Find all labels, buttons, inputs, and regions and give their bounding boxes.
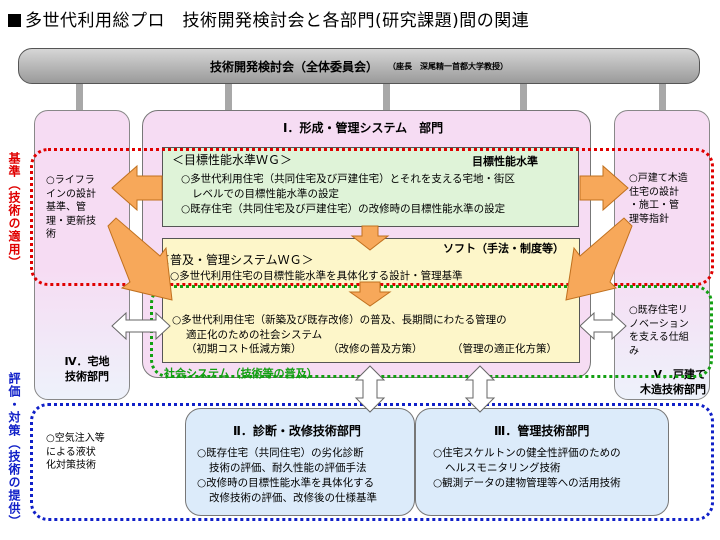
dept5-mid-text: ○既存住宅リ ノベーション を支える仕組 み: [629, 305, 689, 357]
square-bullet-icon: [8, 14, 21, 27]
committee-bar: 技術開発検討会（全体委員会） （座長 深尾精一首都大学教授）: [18, 48, 700, 84]
social-line3a: （初期コスト低減方策）: [186, 343, 302, 355]
wg1-name: ＜目標性能水準ＷＧ＞: [172, 153, 293, 167]
page-title: 多世代利用総プロ 技術開発検討会と各部門(研究課題)間の関連: [8, 6, 529, 31]
red-side-label: 基準（技術の適用）: [7, 152, 21, 269]
blue-side-label: 評価・対策（技術の提供）: [7, 372, 21, 528]
social-line3b: （改修の普及方策）: [328, 343, 423, 355]
dept3-title: Ⅲ．管理技術部門: [494, 424, 590, 438]
green-dotted-group: [150, 285, 713, 378]
dept3-text: ○住宅スケルトンの健全性評価のための ヘルスモニタリング技術 ○観測データの建物…: [433, 447, 621, 489]
social-line1: ○多世代利用住宅（新築及び既存改修）の普及、長期間にわたる管理の: [172, 314, 507, 326]
connector-line: [520, 84, 527, 112]
wg2-line1: ○多世代利用住宅の目標性能水準を具体化する設計・管理基準: [170, 270, 463, 282]
social-line3c: （管理の適正化方策）: [452, 343, 557, 355]
soft-tag: ソフト（手法・制度等）: [443, 242, 564, 255]
wg1-line1: ○多世代利用住宅（共同住宅及び戸建住宅）とそれを支える宅地・街区: [181, 173, 516, 185]
dept1-title: Ⅰ．形成・管理システム 部門: [283, 121, 444, 135]
dept2-text: ○既存住宅（共同住宅）の劣化診断 技術の評価、耐久性能の評価手法 ○改修時の目標…: [197, 447, 377, 504]
connector-line: [76, 84, 83, 112]
wg1-box: [162, 147, 579, 227]
dept2-title: Ⅱ．診断・改修技術部門: [233, 424, 361, 438]
connector-line: [659, 84, 666, 112]
dept4-top-text: ○ライフラ インの設計 基準、管 理・更新技 術: [46, 175, 96, 240]
wg2-name: ＜普及・管理システムＷＧ＞: [158, 253, 314, 267]
dept4-bottom-text: ○空気注入等 による液状 化対策技術: [46, 433, 105, 471]
red-dotted-group: [30, 148, 714, 286]
wg1-tag: 目標性能水準: [472, 155, 538, 168]
wg1-line3: ○既存住宅（共同住宅及び戸建住宅）の改修時の目標性能水準の設定: [181, 203, 506, 215]
dept2-box: [185, 408, 415, 516]
committee-chair: （座長 深尾精一首都大学教授）: [388, 61, 508, 71]
connector-line: [383, 84, 390, 112]
dept4-title: Ⅳ．宅地 技術部門: [64, 355, 110, 383]
dept5-top-text: ○戸建て木造 住宅の設計 ・施工・管 理等指針: [629, 173, 688, 225]
social-line2: 適正化のための社会システム: [186, 329, 323, 341]
connector-line: [225, 84, 232, 112]
blue-dotted-group: [30, 403, 714, 521]
wg1-line2: レベルでの目標性能水準の設定: [192, 188, 339, 200]
dept3-box: [415, 408, 669, 516]
committee-label: 技術開発検討会（全体委員会）: [209, 59, 378, 74]
